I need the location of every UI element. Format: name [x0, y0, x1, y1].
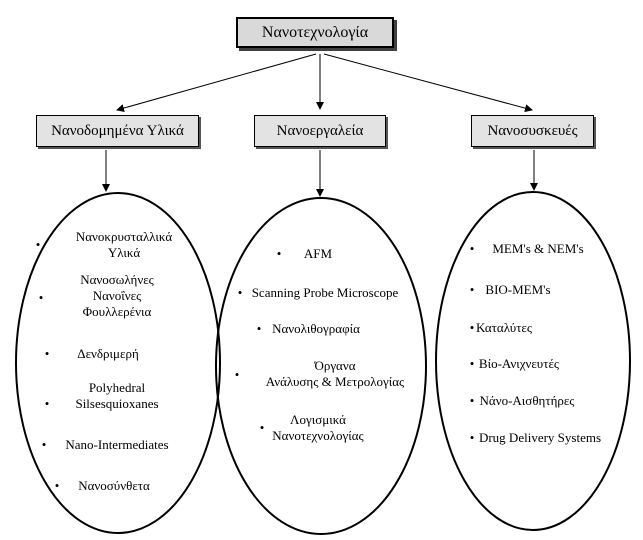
list-item: Νάνο-Αισθητήρες	[479, 393, 575, 408]
tools-ellipse	[215, 197, 427, 535]
root-node: Νανοτεχνολογία	[236, 17, 394, 48]
bullet-icon: •	[469, 430, 475, 445]
bullet-icon: •	[469, 282, 475, 297]
category-nanostructured-materials: Νανοδομημένα Υλικά	[36, 115, 199, 147]
category-label: Νανοδομημένα Υλικά	[51, 122, 184, 139]
list-item: Scanning Probe Microscope	[251, 285, 399, 300]
list-item: BIO-MEM's	[485, 282, 551, 297]
bullet-icon: •	[35, 237, 41, 252]
list-item: Nano-Intermediates	[65, 437, 169, 452]
arrow-root-to-materials	[116, 53, 317, 112]
arrow-root-to-devices	[323, 53, 533, 113]
bullet-icon: •	[54, 478, 60, 493]
category-nanotools: Νανοεργαλεία	[254, 115, 386, 147]
bullet-icon: •	[44, 346, 50, 361]
list-item: MEM's & NEM's	[492, 241, 584, 256]
list-item: Νανολιθογραφία	[272, 321, 360, 336]
bullet-icon: •	[469, 393, 475, 408]
list-item: Νανοσύνθετα	[78, 478, 150, 493]
list-item: Drug Delivery Systems	[478, 430, 602, 445]
list-item: Δενδριμερή	[77, 346, 139, 361]
bullet-icon: •	[469, 241, 475, 256]
list-item: Καταλύτες	[475, 320, 533, 335]
bullet-icon: •	[41, 437, 47, 452]
bullet-icon: •	[469, 356, 475, 371]
bullet-icon: •	[276, 246, 282, 261]
bullet-icon: •	[234, 367, 240, 382]
category-label: Νανοσυσκευές	[487, 122, 578, 139]
bullet-icon: •	[237, 285, 243, 300]
bullet-icon: •	[44, 396, 50, 411]
category-label: Νανοεργαλεία	[276, 122, 364, 139]
bullet-icon: •	[259, 420, 265, 435]
root-label: Νανοτεχνολογία	[261, 23, 369, 41]
list-item: AFM	[303, 246, 333, 261]
category-nanodevices: Νανοσυσκευές	[471, 115, 594, 147]
bullet-icon: •	[38, 290, 44, 305]
devices-ellipse	[435, 191, 631, 531]
bullet-icon: •	[256, 321, 262, 336]
bullet-icon: •	[469, 320, 475, 335]
materials-ellipse	[15, 192, 221, 534]
list-item: Βίο-Ανιχνευτές	[478, 356, 560, 371]
